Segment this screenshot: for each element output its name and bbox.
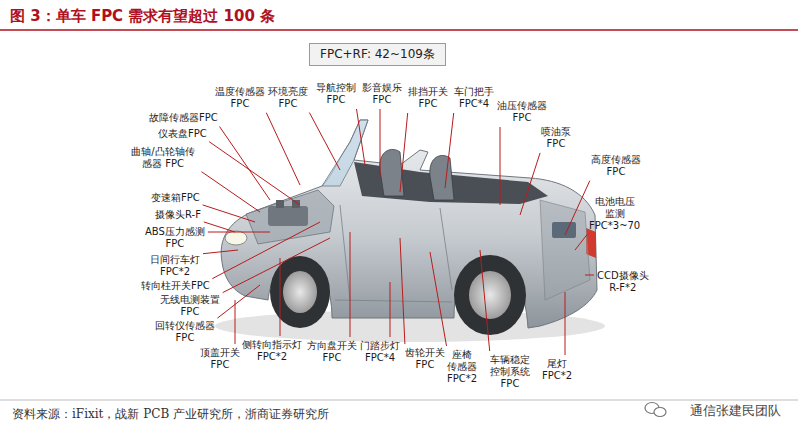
part-label: 车门把手 FPC*4 [454, 86, 494, 110]
part-label: 高度传感器 FPC [591, 154, 641, 178]
side-skirt [335, 300, 452, 302]
part-label: 齿轮开关 FPC [405, 347, 445, 371]
leader-line [350, 232, 351, 337]
part-label: 无线电测装置 FPC [160, 294, 220, 318]
box-text: FPC+RF: 42~109条 [320, 47, 435, 62]
car-body [221, 120, 597, 328]
leader-line [204, 222, 235, 232]
leader-line [500, 127, 501, 205]
battery [552, 222, 576, 238]
engine-part [276, 200, 284, 208]
rear-rim [469, 271, 511, 319]
part-label: 导航控制 FPC [316, 82, 356, 106]
leader-line [223, 238, 330, 293]
front-rim [283, 271, 317, 313]
leader-line [203, 250, 238, 254]
part-label: 排挡开关 FPC [408, 86, 448, 110]
part-label: 摄像头R-F [155, 209, 201, 221]
caption-rule [0, 400, 798, 401]
part-label: 座椅 传感器 FPC*2 [447, 349, 477, 385]
watermark: 通信张建民团队 [690, 403, 781, 419]
leader-line [565, 292, 566, 355]
leader-line [266, 113, 300, 185]
leader-line [400, 238, 405, 344]
part-label: 油压传感器 FPC [497, 100, 547, 124]
part-label: 日间行车灯 FPC*2 [150, 254, 200, 278]
part-label: 顶盖开关 FPC [200, 347, 240, 371]
headlight [225, 231, 247, 245]
leader-line [235, 300, 236, 344]
part-label: 曲轴/凸轮轴传 感器 FPC [127, 146, 199, 170]
leader-line [357, 109, 366, 165]
leader-line [202, 172, 261, 212]
part-label: 喷油泵 FPC [541, 126, 571, 150]
part-label: ABS压力感测 FPC [145, 226, 205, 250]
leader-line [520, 153, 540, 215]
part-label: 车辆稳定 控制系统 FPC [490, 354, 530, 390]
part-label: 回转仪传感器 FPC [155, 320, 215, 344]
summary-box: FPC+RF: 42~109条 [309, 43, 446, 66]
title-rule [0, 29, 798, 31]
leader-line [430, 252, 447, 346]
part-label: 温度传感器 FPC [215, 86, 265, 110]
leader-line [390, 282, 391, 337]
leader-line [203, 205, 255, 222]
leader-line [380, 109, 381, 178]
leader-lines [202, 109, 595, 355]
source-caption: 资料来源：iFixit，战新 PCB 产业研究所，浙商证券研究所 [12, 406, 329, 423]
part-label: 影音娱乐 FPC [362, 82, 402, 106]
leader-line [309, 113, 340, 170]
part-label: 环境亮度 FPC [268, 86, 308, 110]
part-label: 尾灯 FPC*2 [542, 358, 572, 382]
leader-line [585, 275, 594, 276]
leader-line [575, 234, 587, 250]
front-tire [270, 256, 330, 328]
wechat-icon [645, 403, 666, 417]
leader-line [280, 258, 281, 336]
part-label: 门踏步灯 FPC*4 [360, 340, 400, 364]
part-label: 电池电压 监测 FPC*3~70 [589, 196, 640, 232]
leader-line [565, 181, 590, 235]
leader-line [445, 113, 454, 188]
part-label: 变速箱FPC [151, 192, 200, 204]
trunk [540, 200, 590, 300]
part-label: 转向柱开关FPC [141, 280, 210, 292]
figure-title: 图 3：单车 FPC 需求有望超过 100 条 [10, 7, 275, 26]
part-label: 方向盘开关 FPC [307, 340, 357, 364]
door-line [340, 205, 452, 300]
leader-line [209, 142, 300, 205]
part-label: 故障传感器FPC [149, 112, 218, 124]
part-label: 仪表盘FPC [158, 128, 207, 140]
part-label: CCD摄像头 R-F*2 [597, 270, 649, 294]
leader-line [400, 113, 408, 192]
windshield [322, 120, 368, 186]
leader-line [217, 285, 260, 318]
seat [430, 155, 454, 200]
part-label: 侧转向指示灯 FPC*2 [242, 339, 302, 363]
leader-line [480, 250, 490, 351]
leader-line [208, 232, 270, 233]
rear-tire [454, 255, 526, 335]
engine-block [268, 206, 308, 226]
